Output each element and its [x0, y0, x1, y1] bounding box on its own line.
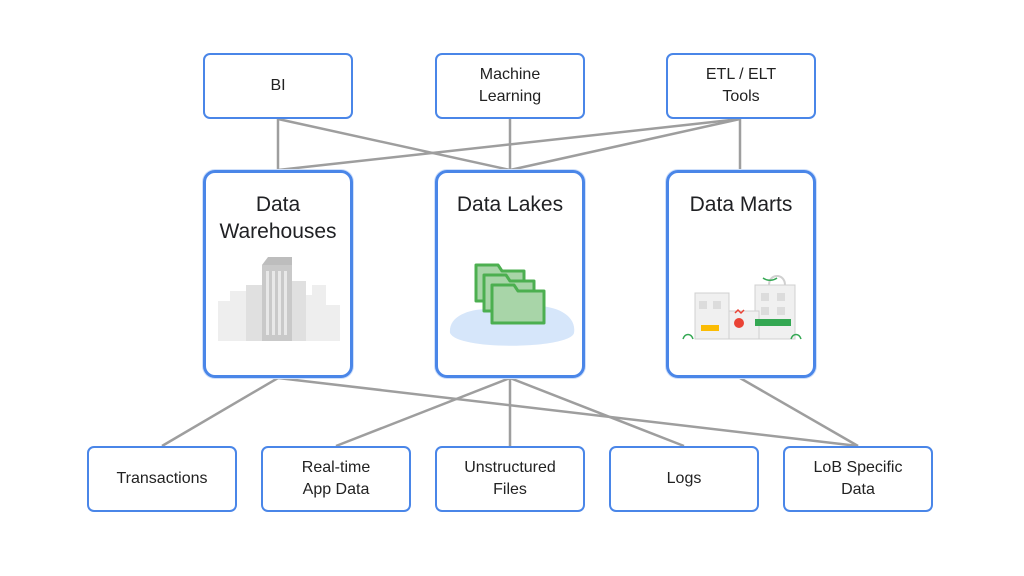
unstructured-files-box: Unstructured Files [435, 446, 585, 512]
data-warehouses-label: Data Warehouses [219, 193, 337, 243]
connector-etl-dw [277, 117, 741, 172]
machine-learning-label: Machine Learning [478, 66, 542, 105]
data-lakes-box: Data Lakes [435, 170, 585, 378]
logs-label: Logs [666, 470, 702, 487]
connector-bi-dl [277, 117, 511, 172]
transactions-box: Transactions [87, 446, 237, 512]
real-time-app-data-box: Real-time App Data [261, 446, 411, 512]
data-marts-label: Data Marts [689, 193, 793, 216]
data-warehouses-box: Data Warehouses [203, 170, 353, 378]
unstructured-files-label: Unstructured Files [464, 459, 556, 498]
connector-dw-tx [161, 376, 279, 448]
connector-dl-logs [509, 376, 685, 448]
folders-icon [449, 263, 575, 346]
connector-dw-lob [277, 376, 859, 448]
connector-dl-rt [335, 376, 511, 448]
connector-etl-dl [509, 117, 741, 172]
machine-learning-box: Machine Learning [435, 53, 585, 119]
etl-elt-tools-box: ETL / ELT Tools [666, 53, 816, 119]
etl-elt-tools-label: ETL / ELT Tools [705, 66, 777, 105]
connector-dm-lob [739, 376, 859, 448]
bi-box: BI [203, 53, 353, 119]
data-marts-box: Data Marts [666, 170, 816, 378]
lob-specific-data-label: LoB Specific Data [813, 459, 903, 498]
logs-box: Logs [609, 446, 759, 512]
bi-label: BI [270, 77, 286, 94]
transactions-label: Transactions [116, 470, 208, 487]
data-lakes-label: Data Lakes [456, 193, 564, 216]
real-time-app-data-label: Real-time App Data [301, 459, 371, 498]
city-buildings-icon [218, 257, 340, 341]
lob-specific-data-box: LoB Specific Data [783, 446, 933, 512]
storefronts-icon [682, 275, 802, 340]
